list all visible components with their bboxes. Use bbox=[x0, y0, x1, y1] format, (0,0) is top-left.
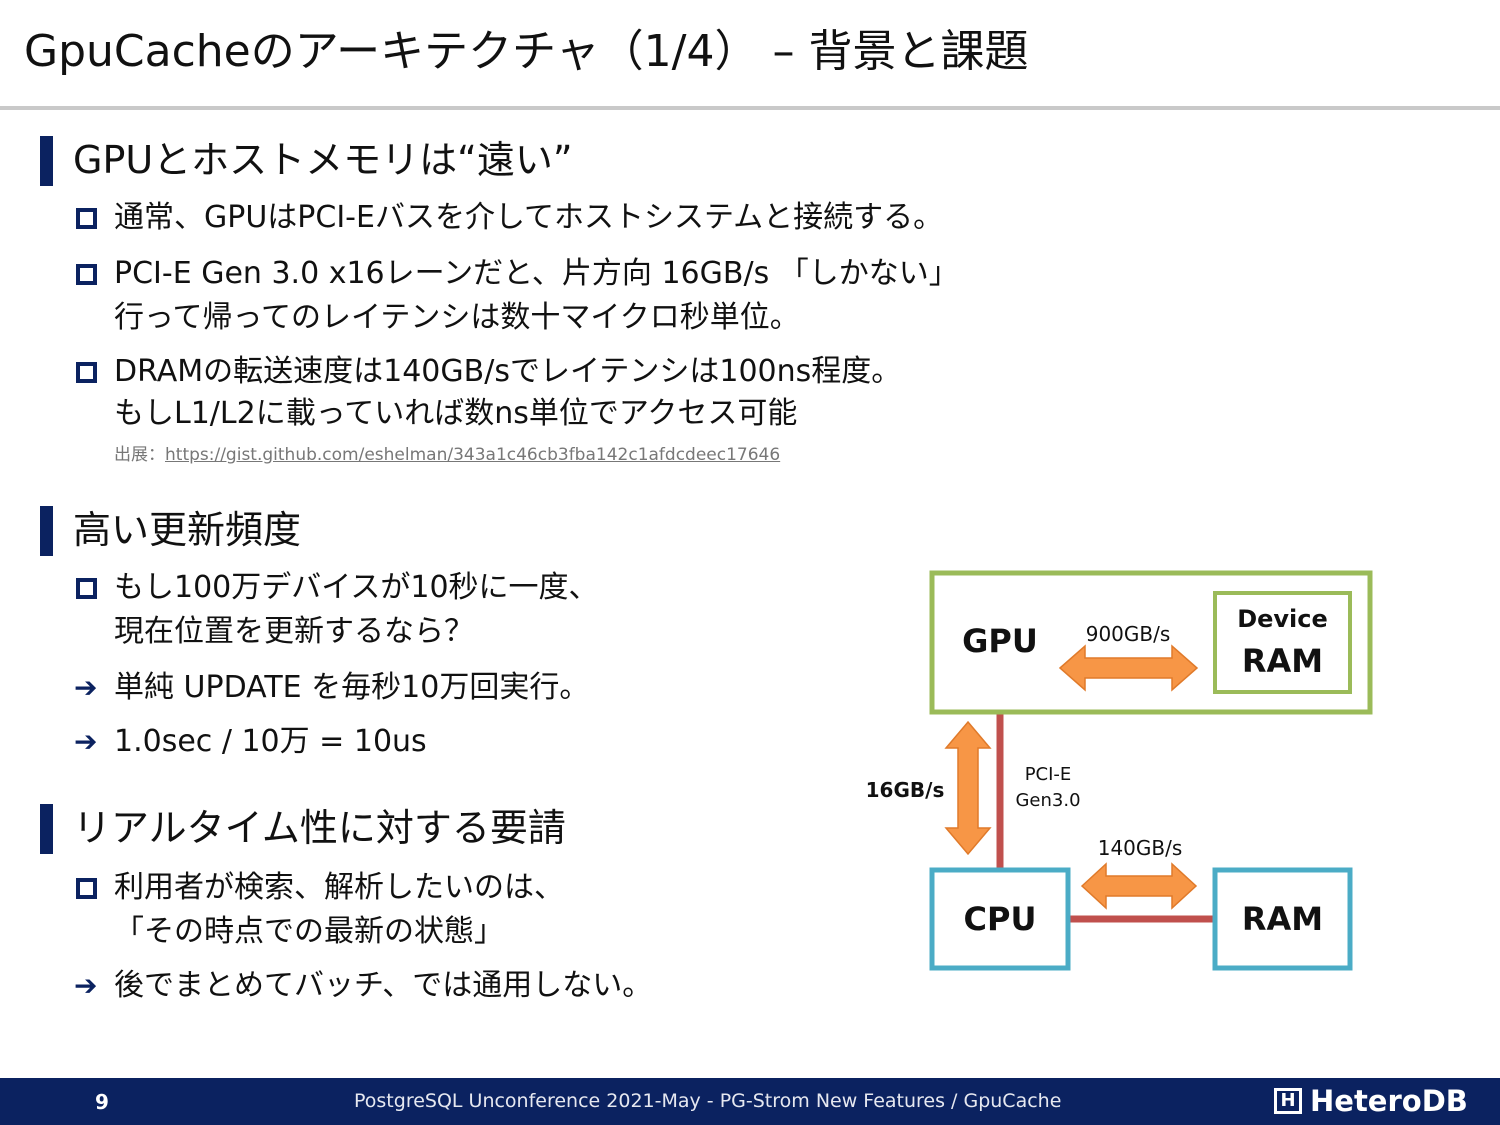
section-heading-text: リアルタイム性に対する要請 bbox=[73, 806, 566, 850]
square-bullet-icon bbox=[74, 252, 106, 296]
bullet-text: DRAMの転送速度は140GB/sでレイテンシは100ns程度。 bbox=[114, 354, 902, 389]
section-bar bbox=[40, 804, 53, 854]
bullet-text: 現在位置を更新するなら？ bbox=[114, 614, 474, 649]
footer-caption: PostgreSQL Unconference 2021-May - PG-St… bbox=[354, 1090, 1062, 1112]
right-arrow-icon: ➔ bbox=[74, 671, 98, 704]
section-heading-text: 高い更新頻度 bbox=[73, 508, 302, 552]
bullet-text: 「その時点での最新の状態」 bbox=[114, 914, 504, 949]
device-ram-label-line2: RAM bbox=[1241, 642, 1324, 680]
device-ram-label-line1: Device bbox=[1237, 605, 1328, 633]
source-citation: 出展：https://gist.github.com/eshelman/343a… bbox=[114, 440, 780, 465]
cpu-box bbox=[929, 867, 1071, 971]
bullet-text: 利用者が検索、解析したいのは、 bbox=[114, 870, 564, 905]
bullet-text: 行って帰ってのレイテンシは数十マイクロ秒単位。 bbox=[114, 300, 800, 335]
gpu-label: GPU bbox=[962, 622, 1038, 660]
right-arrow-icon: ➔ bbox=[74, 725, 98, 758]
square-bullet-icon bbox=[74, 566, 106, 610]
gpu-bandwidth-label: 900GB/s bbox=[1085, 622, 1171, 646]
bullet-text: もし100万デバイスが10秒に一度、 bbox=[114, 570, 599, 605]
pcie-bandwidth-arrow bbox=[944, 720, 992, 856]
square-bullet-icon bbox=[74, 350, 106, 394]
slide-title: GpuCacheのアーキテクチャ（1/4） – 背景と課題 bbox=[24, 26, 1029, 77]
gpu-device-ram-arrow bbox=[1058, 644, 1199, 692]
cpu-label: CPU bbox=[963, 900, 1037, 938]
dram-bandwidth-label: 140GB/s bbox=[1097, 836, 1183, 860]
source-label: 出展： bbox=[114, 445, 165, 465]
bullet-text: 後でまとめてバッチ、では通用しない。 bbox=[114, 968, 653, 1003]
ram-label: RAM bbox=[1241, 900, 1324, 938]
section-bar bbox=[40, 136, 53, 186]
bullet-text: 1.0sec / 10万 = 10us bbox=[114, 724, 427, 759]
square-bullet-icon bbox=[74, 866, 106, 910]
logo-text: HeteroDB bbox=[1310, 1084, 1468, 1118]
bullet-text: PCI-E Gen 3.0 x16レーンだと、片方向 16GB/s 「しかない」 bbox=[114, 256, 959, 291]
pcie-label-line1: PCI-E bbox=[1024, 764, 1072, 785]
source-link[interactable]: https://gist.github.com/eshelman/343a1c4… bbox=[165, 445, 781, 465]
pcie-bandwidth-label: 16GB/s bbox=[865, 778, 945, 802]
bullet-text: 通常、GPUはPCI-Eバスを介してホストシステムと接続する。 bbox=[114, 200, 944, 235]
architecture-diagram: GPU 900GB/s Device RAM 16GB/s PCI-E Gen3… bbox=[860, 560, 1500, 990]
page-number: 9 bbox=[95, 1090, 109, 1114]
square-bullet-icon bbox=[74, 196, 106, 240]
slide-footer: 9 PostgreSQL Unconference 2021-May - PG-… bbox=[0, 1078, 1500, 1125]
right-arrow-icon: ➔ bbox=[74, 969, 98, 1002]
bullet-text: もしL1/L2に載っていれば数ns単位でアクセス可能 bbox=[114, 396, 798, 431]
pcie-label-line2: Gen3.0 bbox=[1015, 790, 1081, 811]
section-bar bbox=[40, 506, 53, 556]
device-ram-box bbox=[1213, 591, 1352, 694]
title-divider bbox=[0, 106, 1500, 110]
logo-mark-icon: H bbox=[1274, 1088, 1302, 1114]
bullet-text: 単純 UPDATE を毎秒10万回実行。 bbox=[114, 670, 590, 705]
cpu-ram-arrow bbox=[1080, 862, 1198, 910]
ram-box bbox=[1212, 867, 1353, 971]
section-heading-text: GPUとホストメモリは“遠い” bbox=[73, 138, 573, 182]
